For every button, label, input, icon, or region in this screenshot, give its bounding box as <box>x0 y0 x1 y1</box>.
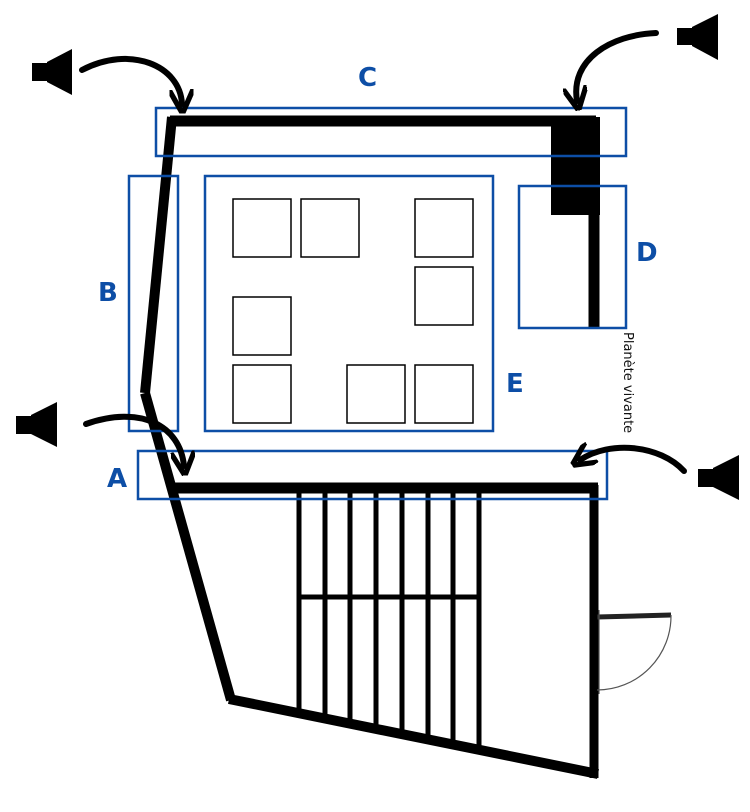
arrow-middle-left <box>83 413 184 466</box>
wall-left-lower <box>140 391 236 702</box>
wall-bottom <box>228 694 599 779</box>
table <box>232 364 292 424</box>
zone-d-box <box>517 184 628 330</box>
side-note: Planète vivante <box>620 332 635 433</box>
speaker-icon <box>698 455 739 500</box>
speakers <box>16 14 739 500</box>
arrow-middle-right <box>580 448 687 474</box>
furniture <box>232 198 474 424</box>
zone-label-a: A <box>107 464 127 494</box>
speaker-icon <box>677 14 718 60</box>
walls <box>140 115 600 779</box>
arrows <box>79 30 687 474</box>
zone-label-b: B <box>98 278 118 308</box>
wall-left-upper <box>140 116 177 394</box>
zone-c-box <box>154 106 628 158</box>
table <box>232 296 292 356</box>
speaker-icon <box>16 402 57 447</box>
door-swing-arc <box>596 614 672 691</box>
zone-a-box <box>136 449 609 501</box>
zone-b-box <box>127 174 180 433</box>
wall-block <box>551 117 600 215</box>
table <box>346 364 406 424</box>
table <box>414 198 474 258</box>
table <box>300 198 360 258</box>
arrow-top-left <box>79 55 182 104</box>
speaker-icon <box>32 49 72 95</box>
zone-labels: C B D E A <box>98 63 658 494</box>
staircase <box>296 488 482 748</box>
zone-label-d: D <box>636 238 658 268</box>
zone-e-box <box>203 174 495 433</box>
door <box>596 610 672 694</box>
zones <box>127 106 628 501</box>
arrow-top-right <box>576 30 659 101</box>
table <box>414 266 474 326</box>
table <box>414 364 474 424</box>
table <box>232 198 292 258</box>
zone-label-e: E <box>506 369 524 399</box>
zone-label-c: C <box>358 63 377 93</box>
door-leaf <box>596 612 672 620</box>
